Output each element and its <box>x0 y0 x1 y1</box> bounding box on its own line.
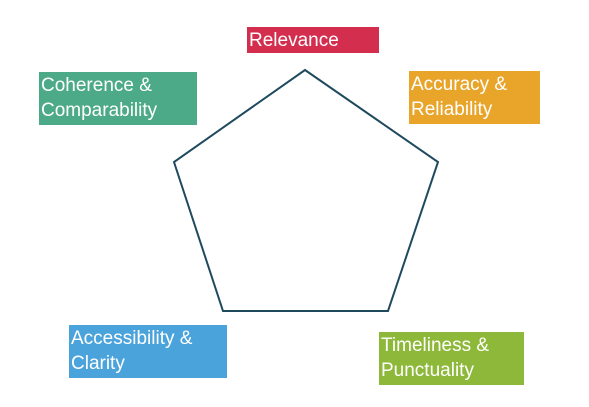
accuracy-label-line-2: Reliability <box>411 99 493 120</box>
coherence-label-line-1: Coherence & <box>41 75 152 96</box>
accessibility-label-line-1: Accessibility & <box>71 328 193 349</box>
accessibility-label-line-2: Clarity <box>71 353 125 374</box>
accuracy-reliability-label: Accuracy & Reliability <box>409 71 540 124</box>
accessibility-clarity-label: Accessibility & Clarity <box>69 325 227 378</box>
relevance-label: Relevance <box>247 27 379 53</box>
coherence-label-line-2: Comparability <box>41 100 158 121</box>
coherence-comparability-label: Coherence & Comparability <box>39 72 197 125</box>
relevance-label-line-1: Relevance <box>249 30 339 51</box>
timeliness-label-line-1: Timeliness & <box>381 335 490 356</box>
accuracy-label-line-1: Accuracy & <box>411 74 508 95</box>
pentagon-outline <box>172 68 440 312</box>
timeliness-punctuality-label: Timeliness & Punctuality <box>379 332 524 385</box>
timeliness-label-line-2: Punctuality <box>381 360 474 381</box>
